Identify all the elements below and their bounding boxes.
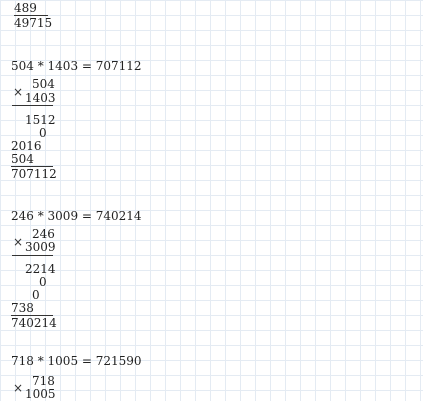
sum-rule <box>11 166 53 167</box>
partial-product: 0 <box>39 126 47 140</box>
partial-product: 0 <box>32 288 40 302</box>
multiplicand: 246 <box>32 227 55 241</box>
equation-line: 504 * 1403 = 707112 <box>11 59 142 73</box>
partial-product: 2214 <box>25 262 56 276</box>
equation-line: 246 * 3009 = 740214 <box>11 209 142 223</box>
times-symbol: × <box>13 235 24 249</box>
sum-rule <box>11 315 53 316</box>
equation-line: 718 * 1005 = 721590 <box>11 354 142 368</box>
multiplier-rule <box>12 105 53 106</box>
multiplicand: 718 <box>32 374 55 388</box>
fragment-line-1: 489 <box>14 1 37 15</box>
product-result: 740214 <box>11 316 57 330</box>
fragment-rule <box>14 15 48 16</box>
product-result: 707112 <box>11 167 57 181</box>
multiplicand: 504 <box>32 77 55 91</box>
partial-product: 738 <box>11 301 34 315</box>
times-symbol: × <box>13 381 24 395</box>
multiplier: 1005 <box>25 387 56 401</box>
times-symbol: × <box>13 85 24 99</box>
fragment-line-2: 49715 <box>14 16 53 30</box>
partial-product: 504 <box>11 152 34 166</box>
partial-product: 0 <box>39 275 47 289</box>
partial-product: 1512 <box>25 113 56 127</box>
multiplier-rule <box>12 255 53 256</box>
partial-product: 2016 <box>11 139 42 153</box>
multiplier: 1403 <box>25 91 56 105</box>
multiplier: 3009 <box>25 240 56 254</box>
